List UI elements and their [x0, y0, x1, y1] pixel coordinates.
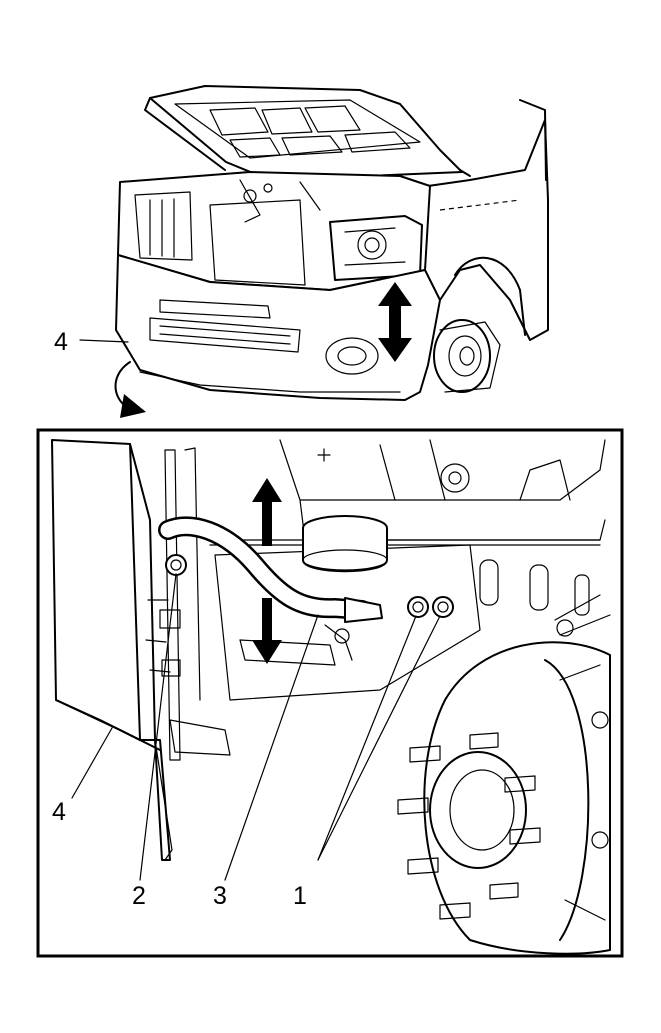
- headlamp: [329, 215, 423, 281]
- raised-hood: [144, 85, 471, 181]
- detail-view-arrow: [114, 361, 146, 418]
- detail-bumper-fascia: [51, 439, 173, 861]
- callout-4-overview: 4: [54, 328, 68, 356]
- bolt-2: [165, 554, 187, 576]
- movement-direction-arrow: [252, 478, 282, 664]
- lift-direction-arrow: [378, 282, 412, 362]
- reservoir: [302, 515, 388, 573]
- callout-3: 3: [213, 882, 227, 910]
- truck-overview: 4: [54, 85, 549, 401]
- leader-line-2: [139, 573, 177, 881]
- brake-rotor-hub: [397, 641, 611, 955]
- leader-line-1b: [317, 615, 441, 861]
- leader-line-3: [224, 614, 319, 881]
- callout-4-detail: 4: [52, 798, 66, 826]
- bolt-1a: [407, 596, 429, 618]
- leader-line-4-detail: [71, 727, 113, 799]
- detail-view: 4 2 3 1: [36, 428, 624, 958]
- hose: [158, 516, 383, 661]
- front-bumper-fascia: [115, 254, 441, 401]
- frame-bracket: [159, 447, 231, 761]
- bolt-1b: [432, 596, 454, 618]
- leader-line-1a: [317, 615, 417, 861]
- front-wheel-hub: [433, 319, 501, 393]
- leader-line-4-overview: [79, 339, 129, 343]
- callout-2: 2: [132, 882, 146, 910]
- callout-1: 1: [293, 882, 307, 910]
- chassis-structure: [209, 439, 611, 701]
